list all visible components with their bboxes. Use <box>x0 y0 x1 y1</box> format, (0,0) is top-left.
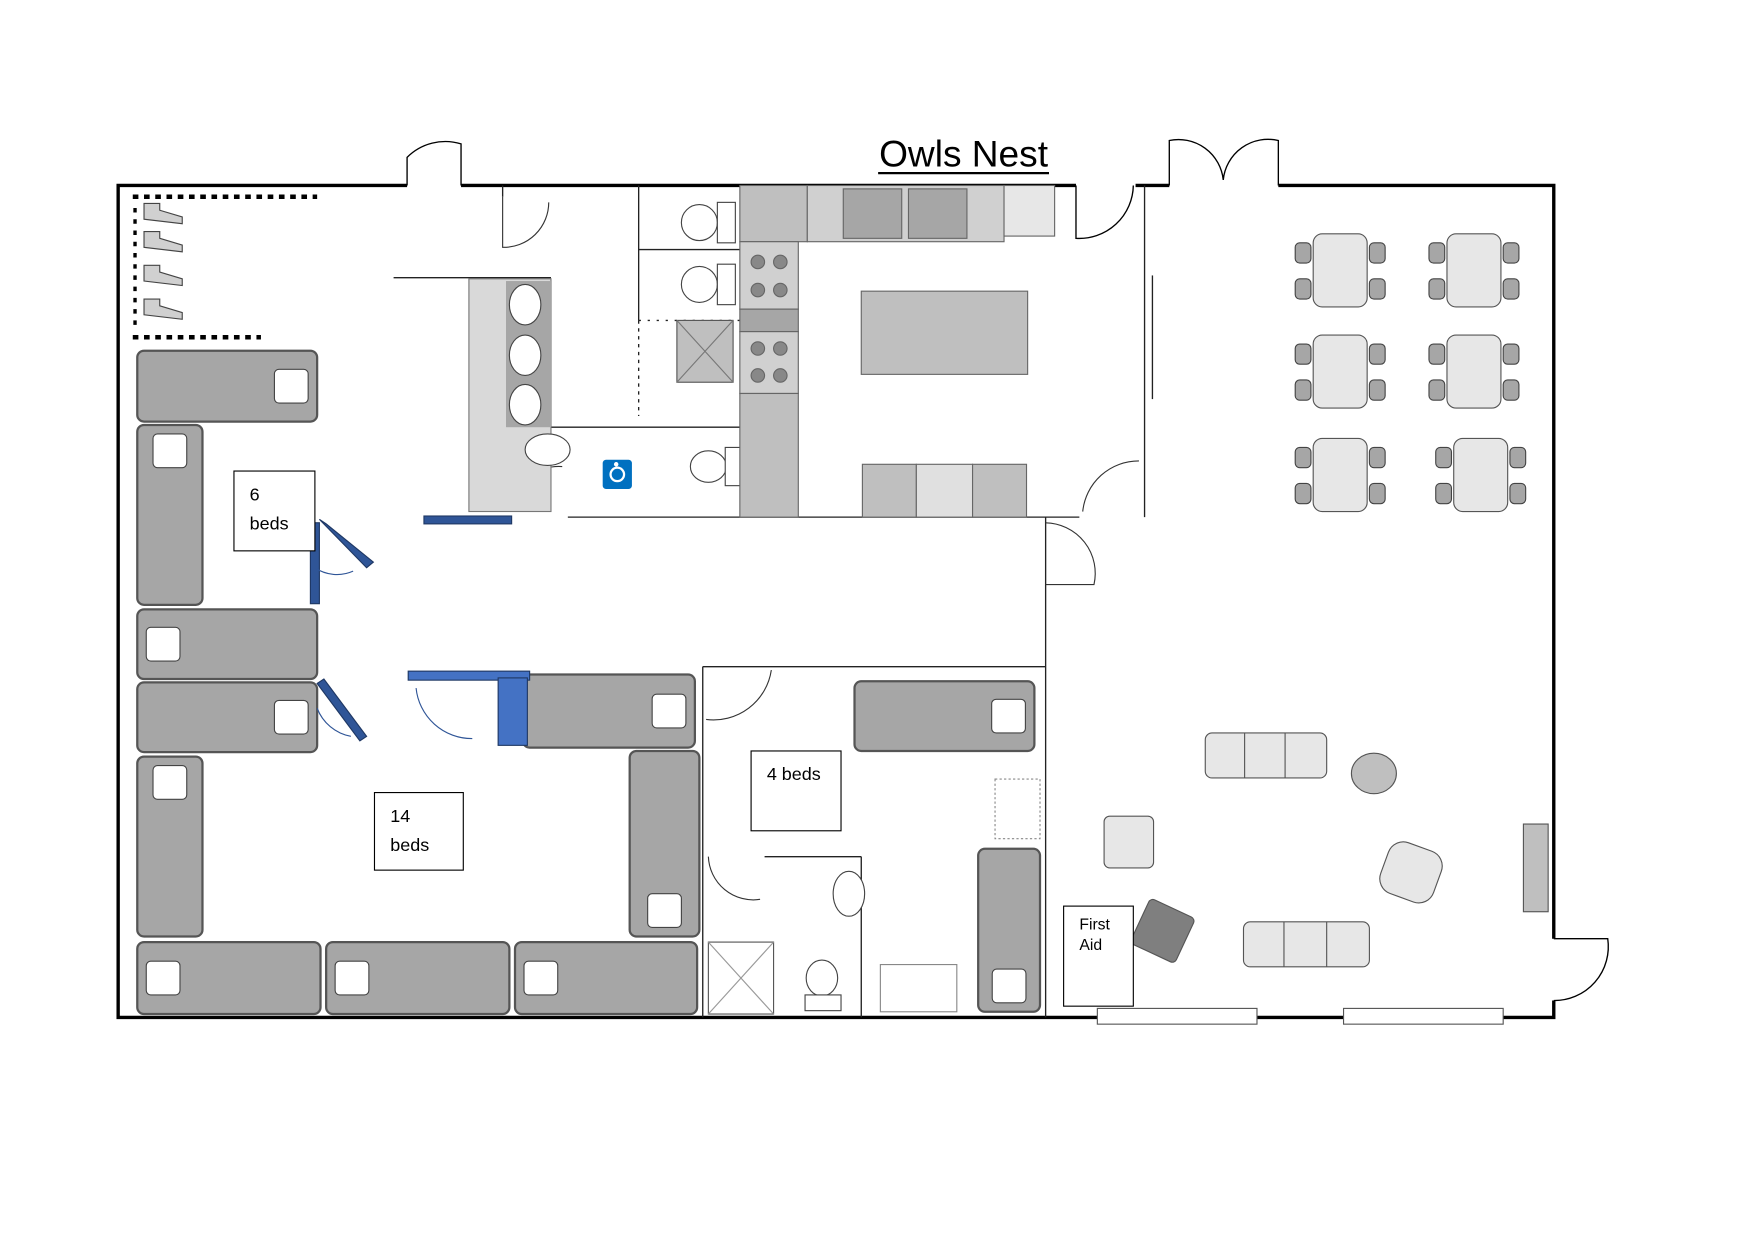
chair <box>1502 242 1520 264</box>
bunk-bed <box>136 349 319 423</box>
bunk-bed <box>853 680 1036 753</box>
shower-icon <box>676 319 866 1015</box>
pillow <box>651 693 687 729</box>
chair <box>1428 278 1446 300</box>
partition-panels <box>309 515 531 746</box>
chair <box>1368 379 1386 401</box>
chair <box>1509 482 1527 505</box>
sink-icon <box>508 283 571 466</box>
dining-table <box>1428 233 1520 308</box>
bunk-bed <box>136 755 204 938</box>
chair <box>1428 379 1446 401</box>
bunk-beds <box>136 349 1042 1016</box>
chair <box>1368 278 1386 300</box>
chair <box>1294 343 1312 365</box>
bunk-bed <box>977 847 1042 1013</box>
windows <box>1096 1007 1504 1025</box>
chair <box>1294 278 1312 300</box>
bunk-bed <box>513 940 699 1016</box>
svg-text:First: First <box>1079 917 1110 934</box>
chair <box>1294 446 1312 469</box>
chair <box>1502 278 1520 300</box>
dining-tables <box>1294 233 1527 513</box>
chair <box>1368 242 1386 264</box>
pillow <box>152 433 188 469</box>
pillow <box>334 960 370 996</box>
accessible-icon <box>602 459 632 490</box>
bunk-bed <box>325 940 511 1016</box>
chair <box>1435 482 1453 505</box>
pillow <box>152 765 188 800</box>
kitchen-island <box>860 290 1029 375</box>
chair <box>1428 242 1446 264</box>
pillow <box>273 368 309 404</box>
bunk-bed <box>628 749 701 938</box>
washroom-fixtures <box>468 201 866 1015</box>
chair <box>1435 446 1453 469</box>
bunk-bed <box>136 940 322 1016</box>
pillow <box>991 698 1026 734</box>
chair <box>1368 446 1386 469</box>
label-first-aid: First Aid <box>1063 905 1134 1007</box>
armchair <box>1103 815 1155 869</box>
dining-table <box>1294 437 1386 513</box>
chair <box>1294 482 1312 505</box>
pillow <box>523 960 559 996</box>
bunk-bed <box>136 423 204 606</box>
chair <box>1368 482 1386 505</box>
sofa <box>1242 921 1370 968</box>
svg-text:14: 14 <box>390 806 410 826</box>
svg-text:beds: beds <box>390 835 429 855</box>
svg-text:6: 6 <box>250 484 260 504</box>
pillow <box>145 960 181 996</box>
stove-icon <box>739 331 799 395</box>
dining-table <box>1294 233 1386 308</box>
chair <box>1502 343 1520 365</box>
interior-walls <box>393 185 1154 1018</box>
bunk-bed <box>136 608 319 681</box>
armchair <box>1379 841 1443 904</box>
label-14-beds: 14 beds <box>373 792 464 871</box>
boot-icon <box>143 202 183 225</box>
stove-icon <box>739 241 799 310</box>
label-4-beds: 4 beds <box>750 750 842 832</box>
dining-table <box>1428 334 1520 409</box>
svg-text:4 beds: 4 beds <box>767 764 821 784</box>
chair <box>1509 446 1527 469</box>
boot-icon <box>143 298 183 320</box>
ottoman <box>1350 752 1397 795</box>
chair <box>1368 343 1386 365</box>
svg-text:Aid: Aid <box>1079 937 1102 954</box>
boot-icon <box>143 264 183 287</box>
armchair <box>1130 898 1195 963</box>
pillow <box>991 968 1027 1004</box>
chair <box>1428 343 1446 365</box>
dining-table <box>1435 437 1527 513</box>
label-6-beds: 6 beds <box>233 470 316 552</box>
exterior-doors[interactable] <box>406 138 1609 1002</box>
toilet-icon <box>680 201 842 1012</box>
sofa <box>1204 732 1328 779</box>
pillow <box>145 626 181 662</box>
boots-icon <box>143 202 183 320</box>
four-bed-room-fixtures <box>879 778 1041 1013</box>
boot-rack <box>132 194 318 340</box>
boot-icon <box>143 231 183 253</box>
chair <box>1294 379 1312 401</box>
plan-title: Owls Nest <box>879 132 1049 174</box>
dining-table <box>1294 334 1386 409</box>
lounge-furniture <box>1103 732 1549 968</box>
cabinet <box>1522 823 1549 913</box>
svg-text:beds: beds <box>250 514 289 534</box>
chair <box>1294 242 1312 264</box>
kitchen <box>739 184 1056 518</box>
pillow <box>273 699 309 735</box>
bunk-bed <box>136 681 319 754</box>
bunk-bed <box>521 673 697 749</box>
pillow <box>647 893 682 929</box>
chair <box>1502 379 1520 401</box>
